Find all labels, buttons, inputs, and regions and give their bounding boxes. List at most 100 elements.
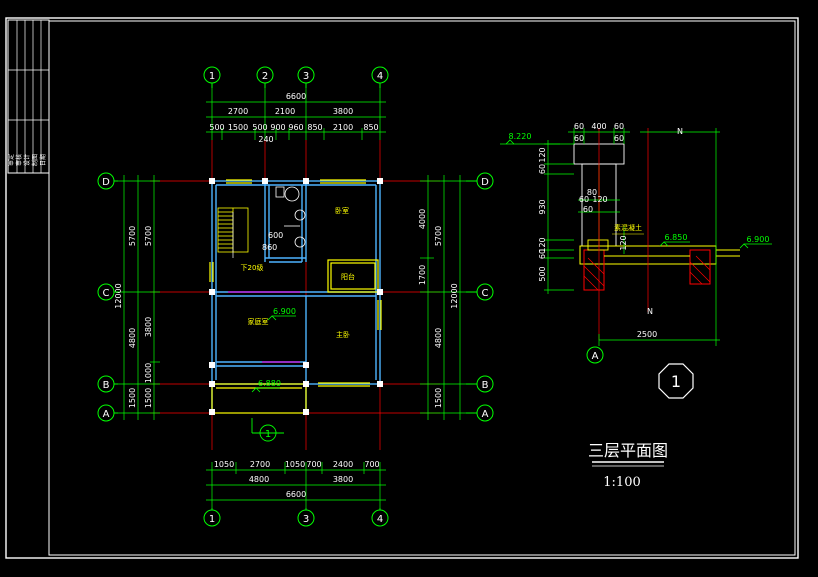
sec-dim-left-930: 930 <box>538 199 547 214</box>
room-label-balcony: 阳台 <box>341 272 355 281</box>
section-dimension-lines <box>500 128 720 346</box>
columns <box>209 178 383 415</box>
dim-bottom-total: 6600 <box>286 490 306 499</box>
sec-dim-top-60a: 60 <box>574 122 584 131</box>
dim-left-1500: 1500 <box>128 388 137 408</box>
dim-top-2700: 2700 <box>228 107 248 116</box>
dim-left-5700: 5700 <box>128 226 137 246</box>
title-block-label-3: 制图 <box>31 154 39 166</box>
axis-bubble-labels: 1 2 3 4 1 3 4 D C B A D C B A <box>102 71 489 525</box>
dim-top-3800: 3800 <box>333 107 353 116</box>
dim-bottom-1050b: 1050 <box>285 460 305 469</box>
drawing-scale: 1:100 <box>603 475 640 490</box>
axis-top-3: 3 <box>303 71 309 82</box>
sec-material-note: 素混凝土 <box>614 223 642 232</box>
dim-left-inner-3800: 3800 <box>144 317 153 337</box>
dim-top-240: 240 <box>258 135 273 144</box>
sec-dim-inner-60b: 60 <box>583 205 593 214</box>
title-block-label-1: 审核 <box>15 154 23 166</box>
sec-dim-inner-120: 120 <box>592 195 607 204</box>
walls <box>211 180 381 413</box>
plan-vertical-dimension-texts: 12000 5700 4800 1500 5700 3800 1000 1500… <box>114 209 459 408</box>
sec-axis-bubble <box>586 346 604 364</box>
axis-right-C: C <box>482 288 489 299</box>
sec-axis-label: A <box>592 351 599 362</box>
detail-marker: 1 <box>658 363 694 399</box>
title-block-labels: 审定审核设计制图日期 <box>7 154 47 166</box>
dim-left-4800: 4800 <box>128 328 137 348</box>
section-detail: 60 400 60 60 60 120 60 930 120 60 500 80… <box>500 122 772 364</box>
sec-level-8220: 8.220 <box>509 132 532 141</box>
axis-bottom-4: 4 <box>377 514 383 525</box>
sec-dim-left-60: 60 <box>538 164 547 174</box>
sec-dim-top-60b: 60 <box>614 122 624 131</box>
axis-right-D: D <box>481 177 489 188</box>
dim-bottom-1050a: 1050 <box>214 460 234 469</box>
dim-bottom-3800: 3800 <box>333 475 353 484</box>
drawing-frame <box>5 17 799 559</box>
sec-dim-sub-60b: 60 <box>614 134 624 143</box>
sec-dim-left-120b: 120 <box>538 237 547 252</box>
plan-section-marker: 1 <box>251 418 284 442</box>
plan-dimension-lines <box>118 88 466 508</box>
dim-top-900: 900 <box>270 123 285 132</box>
title-block-label-2: 设计 <box>23 154 31 166</box>
title-block-label-0: 审定 <box>7 154 15 166</box>
grid-lines <box>150 140 440 450</box>
axis-bubbles <box>97 66 494 527</box>
dim-right-4000: 4000 <box>418 209 427 229</box>
small-dim-600: 600 <box>268 231 283 240</box>
dim-bottom-2700: 2700 <box>250 460 270 469</box>
dim-top-2100: 2100 <box>275 107 295 116</box>
dim-top-2100b: 2100 <box>333 123 353 132</box>
dim-left-inner-1000: 1000 <box>144 363 153 383</box>
drawing-title: 三层平面图 <box>588 441 668 460</box>
section-level-mid: 6.850 <box>659 233 690 247</box>
sec-dim-bottom-2500: 2500 <box>637 330 657 339</box>
windows <box>209 179 382 414</box>
dim-left-inner-5700: 5700 <box>144 226 153 246</box>
sec-dim-left-500: 500 <box>538 266 547 281</box>
dim-right-1500a: 1500 <box>434 388 443 408</box>
dim-right-total: 12000 <box>450 283 459 308</box>
title-block-label-4: 日期 <box>39 154 47 166</box>
sec-axis-letter-bottom: N <box>647 307 653 316</box>
floor-plan: 卧室 阳台 家庭室 主卧 下20级 600 860 6.900 6.880 1 <box>97 66 494 527</box>
level-6880-text: 6.880 <box>258 379 281 388</box>
dim-top-total: 6600 <box>286 92 306 101</box>
section-level-left: 8.220 <box>505 132 532 145</box>
level-mark-6880: 6.880 <box>251 379 281 393</box>
axis-bottom-1: 1 <box>209 514 215 525</box>
dim-bottom-4800: 4800 <box>249 475 269 484</box>
sec-level-6900: 6.900 <box>747 235 770 244</box>
axis-left-D: D <box>102 177 110 188</box>
dim-right-4800: 4800 <box>434 328 443 348</box>
axis-top-1: 1 <box>209 71 215 82</box>
axis-right-A: A <box>482 409 489 420</box>
level-6900-text: 6.900 <box>273 307 296 316</box>
room-label-master-bedroom: 主卧 <box>336 330 350 339</box>
dim-right-5700: 5700 <box>434 226 443 246</box>
section-dimension-texts: 60 400 60 60 60 120 60 930 120 60 500 80… <box>538 122 657 339</box>
sec-dim-top-400: 400 <box>591 122 606 131</box>
dim-top-960: 960 <box>288 123 303 132</box>
title-block: 审定审核设计制图日期 <box>7 19 50 174</box>
axis-top-4: 4 <box>377 71 383 82</box>
room-label-family-room: 家庭室 <box>248 317 269 326</box>
axis-bottom-3: 3 <box>303 514 309 525</box>
dim-top-500a: 500 <box>209 123 224 132</box>
dim-right-1700: 1700 <box>418 265 427 285</box>
sec-level-6850: 6.850 <box>665 233 688 242</box>
drawing-title-block: 三层平面图 1:100 <box>588 441 668 490</box>
plan-section-marker-text: 1 <box>265 429 271 440</box>
dim-top-500b: 500 <box>252 123 267 132</box>
axis-left-C: C <box>103 288 110 299</box>
small-dim-860: 860 <box>262 243 277 252</box>
axis-left-B: B <box>103 380 110 391</box>
dim-top-1500: 1500 <box>228 123 248 132</box>
sec-dim-inner-80: 80 <box>587 188 597 197</box>
detail-marker-number: 1 <box>671 372 681 391</box>
section-hatch <box>583 255 711 291</box>
dim-bottom-700b: 700 <box>364 460 379 469</box>
section-precast-block <box>587 239 609 251</box>
